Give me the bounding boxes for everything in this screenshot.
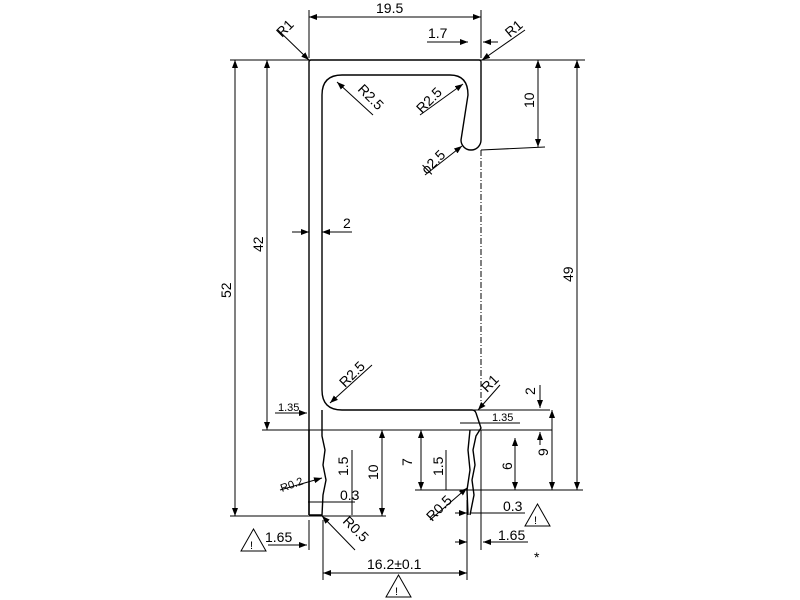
dim-0-3-left: 0.3	[340, 487, 360, 503]
leader-r02	[279, 477, 323, 491]
svg-text:!: !	[395, 586, 398, 598]
right-leg-inner	[466, 429, 471, 516]
dim-49: 49	[560, 266, 576, 282]
dim-52: 52	[218, 282, 234, 298]
dim-42: 42	[250, 236, 266, 252]
dim-1-5-left: 1.5	[335, 456, 351, 476]
right-leg	[469, 412, 482, 516]
dim-10-top: 10	[521, 92, 537, 108]
warning-triangle-icon: !	[385, 573, 412, 598]
warning-triangle-icon: !	[240, 527, 267, 552]
leader-r25-top-left	[336, 81, 374, 116]
radius-r02: R0.2	[279, 476, 305, 495]
dim-7: 7	[399, 458, 415, 466]
dim-1-65-right: 1.65	[498, 527, 525, 543]
dim-1-35-right: 1.35	[492, 412, 513, 424]
dim-2-step: 2	[522, 387, 538, 395]
profile-outline	[308, 59, 482, 515]
dim-10-bottom: 10	[365, 464, 381, 480]
leader-r1-bottom	[477, 384, 501, 411]
dim-1-7: 1.7	[428, 25, 448, 41]
radius-r25-bottom: R2.5	[336, 358, 368, 390]
dim-1-35-left: 1.35	[278, 402, 299, 414]
left-leg	[309, 410, 327, 516]
warning-triangle-icon: !	[524, 502, 551, 527]
leader-r25-bottom	[329, 364, 373, 404]
dim-6: 6	[499, 462, 515, 470]
leader-r1-right	[481, 29, 526, 61]
dim-0-3-right: 0.3	[503, 498, 523, 514]
dim-16-2: 16.2±0.1	[367, 556, 422, 572]
leader-r05-right	[429, 487, 468, 521]
radius-r05-right: R0.5	[423, 492, 455, 524]
radius-dia25: ϕ2.5	[418, 146, 449, 177]
leader-r1-left	[277, 29, 310, 61]
dim-2: 2	[343, 215, 351, 231]
asterisk-mark: *	[534, 549, 540, 565]
radius-r05-left: R0.5	[340, 513, 372, 545]
extension-line	[480, 146, 546, 151]
svg-text:!: !	[250, 540, 253, 552]
radius-r1-left: R1	[273, 16, 297, 40]
leader-r05-left	[321, 515, 356, 551]
svg-text:!: !	[534, 515, 537, 527]
leader-r25-top-right	[419, 83, 464, 116]
radius-r1-right: R1	[502, 16, 526, 40]
radius-r25-top-left: R2.5	[355, 81, 387, 113]
dim-1-5-right: 1.5	[430, 456, 446, 476]
dim-9: 9	[535, 448, 551, 456]
dim-1-65-left: 1.65	[265, 529, 292, 545]
dim-19-5: 19.5	[376, 0, 403, 16]
leader-dia25	[424, 145, 463, 176]
